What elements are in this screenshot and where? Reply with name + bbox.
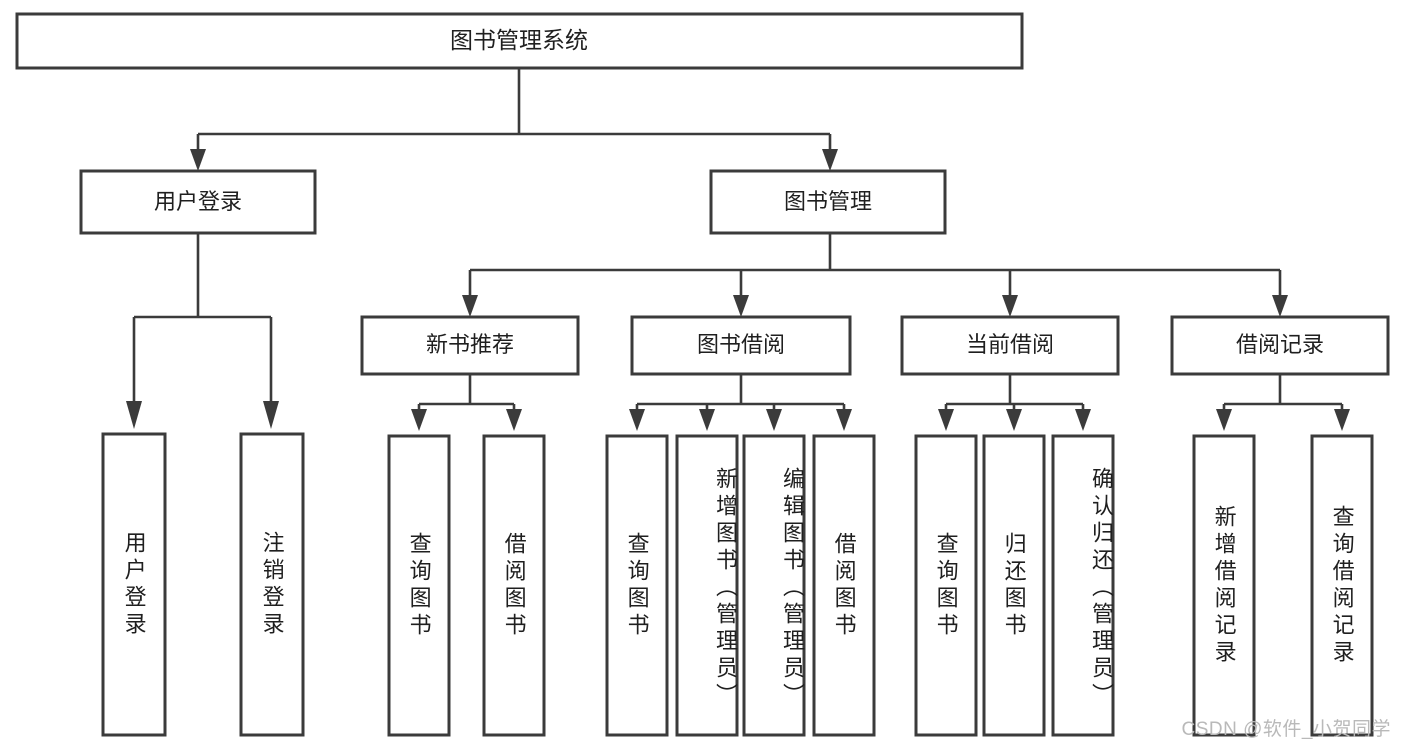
arrowhead-borrow-record — [1272, 295, 1288, 317]
arrowhead-leaf-currentborrow-2 — [1006, 409, 1022, 431]
arrowhead-leaf-newbook-2 — [506, 409, 522, 431]
node-new-book-recommend[interactable] — [360, 315, 580, 376]
arrowhead-leaf-bookborrow-3 — [766, 409, 782, 431]
arrowhead-leaf-bookborrow-4 — [836, 409, 852, 431]
arrowhead-book-mgmt — [822, 149, 838, 171]
arrowhead-new-book — [462, 295, 478, 317]
leaf-box-book-borrow-4[interactable] — [812, 434, 876, 737]
leaf-box-user-login-2[interactable] — [239, 432, 305, 737]
arrowhead-leaf-bookborrow-2 — [699, 409, 715, 431]
node-book-borrow[interactable] — [630, 315, 852, 376]
arrowhead-leaf-currentborrow-3 — [1075, 409, 1091, 431]
arrowhead-leaf-borrowrecord-2 — [1334, 409, 1350, 431]
arrowhead-leaf-currentborrow-1 — [938, 409, 954, 431]
node-borrow-record-label: 借阅记录 — [1236, 332, 1324, 357]
leaf-box-borrow-record-1[interactable] — [1192, 434, 1256, 737]
node-book-borrow-label: 图书借阅 — [697, 332, 785, 357]
arrowhead-user-login — [190, 149, 206, 171]
node-current-borrow-label: 当前借阅 — [966, 332, 1054, 357]
connector-layer — [126, 68, 1350, 431]
node-book-management-label: 图书管理 — [784, 189, 872, 214]
node-root-label: 图书管理系统 — [450, 27, 588, 53]
csdn-watermark: CSDN @软件_小贺同学 — [1181, 719, 1391, 740]
node-user-login-label: 用户登录 — [154, 189, 242, 214]
node-current-borrow[interactable] — [900, 315, 1120, 376]
node-user-login[interactable] — [79, 169, 317, 235]
leaf-box-current-borrow-3[interactable] — [1051, 434, 1115, 737]
leaf-box-book-borrow-1[interactable] — [605, 434, 669, 737]
leaf-box-new-book-1[interactable] — [387, 434, 451, 737]
leaf-box-borrow-record-2[interactable] — [1310, 434, 1374, 737]
arrowhead-book-borrow — [733, 295, 749, 317]
node-layer: 图书管理系统 用户登录 图书管理 新书推荐 图书借阅 当前借阅 借阅记录 — [15, 12, 1390, 737]
node-root[interactable] — [15, 12, 1024, 70]
leaf-box-book-borrow-2[interactable] — [675, 434, 739, 737]
node-new-book-recommend-label: 新书推荐 — [426, 332, 514, 357]
node-book-management[interactable] — [709, 169, 947, 235]
arrowhead-leaf-user-login-2 — [263, 401, 279, 429]
node-borrow-record[interactable] — [1170, 315, 1390, 376]
leaf-box-new-book-2[interactable] — [482, 434, 546, 737]
leaf-box-current-borrow-2[interactable] — [982, 434, 1046, 737]
arrowhead-leaf-user-login-1 — [126, 401, 142, 429]
arrowhead-current-borrow — [1002, 295, 1018, 317]
leaf-box-current-borrow-1[interactable] — [914, 434, 978, 737]
leaf-box-book-borrow-3[interactable] — [742, 434, 806, 737]
arrowhead-leaf-borrowrecord-1 — [1216, 409, 1232, 431]
arrowhead-leaf-bookborrow-1 — [629, 409, 645, 431]
leaf-box-user-login-1[interactable] — [101, 432, 167, 737]
arrowhead-leaf-newbook-1 — [411, 409, 427, 431]
